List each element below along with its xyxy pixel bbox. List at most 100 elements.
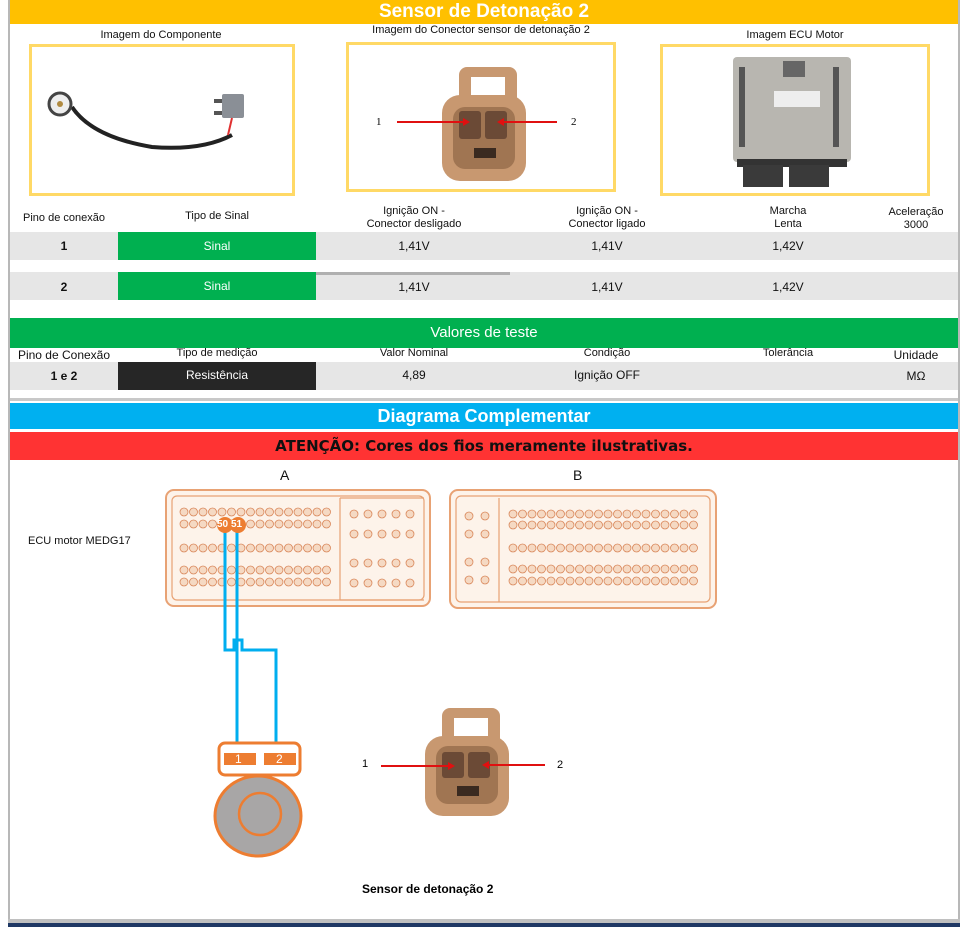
connector-pin [363, 578, 373, 588]
connector-pin [480, 511, 490, 521]
connector-pin [391, 509, 401, 519]
connector-pin [508, 543, 518, 553]
connector-pin [246, 507, 255, 517]
connector-pin [293, 519, 303, 529]
connector-pin [179, 577, 189, 587]
connector-pin [464, 511, 474, 521]
connector-pin [651, 576, 660, 586]
connector-pin [480, 557, 490, 567]
connector-pin [641, 576, 651, 586]
connector-pin [670, 509, 679, 519]
sensor-caption: Sensor de detonação 2 [362, 882, 494, 896]
connector-pin [284, 577, 293, 587]
sensor-connector-diagram [213, 741, 303, 858]
connector-pin [189, 565, 198, 575]
row-2-ign-on-disconnected: 1,41V [398, 280, 430, 294]
connector-pin [613, 543, 622, 553]
header-line: Lenta [774, 218, 802, 230]
connector-pin [246, 519, 255, 529]
connector-pin [293, 577, 303, 587]
connector-pin [227, 507, 236, 517]
connector-pin [575, 564, 584, 574]
connector-pin [689, 520, 698, 530]
connector-pin [265, 519, 274, 529]
connector-pin [594, 509, 603, 519]
connector-pin [584, 576, 594, 586]
connector-pin [405, 578, 415, 588]
connector-pin [565, 564, 575, 574]
connector-pin [575, 520, 584, 530]
connector-pin [227, 577, 236, 587]
connector-pin [518, 564, 527, 574]
connector-pin [198, 577, 208, 587]
connector-pin [198, 565, 208, 575]
row-2-pin: 2 [60, 280, 68, 294]
sensor-pin-1-label: 1 [235, 752, 242, 766]
connector-pin [377, 558, 387, 568]
connector-pin [349, 558, 359, 568]
connector-a-label: A [280, 467, 290, 483]
connector-pin [622, 576, 632, 586]
connector-pin [265, 577, 274, 587]
connector-pin [236, 507, 246, 517]
wires [223, 528, 278, 748]
connector-pin [189, 543, 198, 553]
connector-pin [546, 543, 556, 553]
connector-pin [391, 529, 401, 539]
connector-pin [464, 575, 474, 585]
connector-pin [689, 576, 698, 586]
connector-pin [405, 558, 415, 568]
connector-pin [322, 543, 331, 553]
connector-pin [312, 565, 322, 575]
connector-pin [405, 529, 415, 539]
connector-image: 1 2 [346, 42, 616, 192]
connector-pin [660, 564, 670, 574]
sensor-pin-2-label: 2 [276, 752, 283, 766]
connector-pin [508, 576, 518, 586]
connector-pin [641, 509, 651, 519]
header-line: Ignição ON - [576, 205, 638, 217]
row-2-ign-on-connected: 1,41V [591, 280, 623, 294]
connector-pin [284, 507, 293, 517]
connector-pin [293, 543, 303, 553]
connector-pin [303, 507, 312, 517]
connector-pin [556, 543, 565, 553]
connector-pin [537, 564, 546, 574]
connector-pin [670, 576, 679, 586]
connector-pin [198, 519, 208, 529]
row-1-pin: 1 [60, 239, 68, 253]
connector-pin [265, 565, 274, 575]
test-header-condition: Condição [583, 347, 631, 359]
header-ign-on-connected: Ignição ON - Conector ligado [512, 205, 702, 231]
connector-pin [575, 576, 584, 586]
connector-pin [651, 564, 660, 574]
connector-pin [508, 564, 518, 574]
diagram-connector-pin-1-label: 1 [362, 758, 369, 770]
connector-pin [217, 507, 227, 517]
connector-pin [179, 565, 189, 575]
ecu-image-caption: Imagem ECU Motor [746, 29, 844, 41]
connector-pin [575, 509, 584, 519]
connector-pin [208, 565, 217, 575]
connector-pin [322, 519, 331, 529]
connector-pin [679, 543, 689, 553]
connector-pin [565, 543, 575, 553]
connector-pin [660, 520, 670, 530]
ecu-pin-51-label: 51 [231, 519, 243, 530]
connector-pin-2-label: 2 [571, 116, 577, 128]
connector-pin [670, 520, 679, 530]
connector-pin [189, 507, 198, 517]
connector-pin [246, 543, 255, 553]
connector-pin [641, 543, 651, 553]
ecu-image [660, 44, 930, 196]
connector-pin [565, 576, 575, 586]
connector-pin [349, 529, 359, 539]
connector-pin [508, 520, 518, 530]
connector-pin [632, 520, 641, 530]
connector-pin [179, 507, 189, 517]
connector-pin [594, 543, 603, 553]
test-header-measurement: Tipo de medição [176, 347, 258, 359]
connector-pin [227, 565, 236, 575]
connector-pin [208, 507, 217, 517]
connector-image-caption: Imagem do Conector sensor de detonação 2 [372, 24, 590, 36]
